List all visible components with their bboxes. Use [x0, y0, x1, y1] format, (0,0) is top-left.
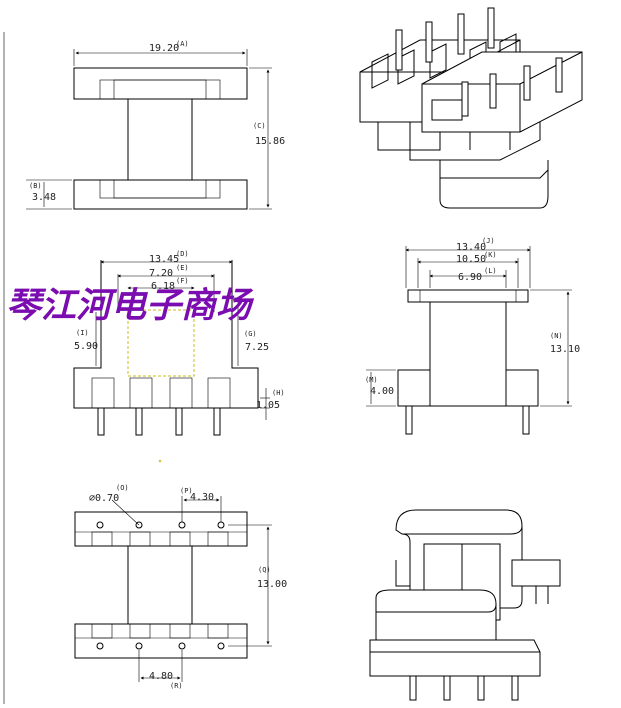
dim-l-value: 6.90 [458, 272, 482, 283]
front-view: 19.20 (A) (C) 15.86 (B) 3.48 [26, 40, 285, 210]
dim-p-value: 4.30 [190, 492, 214, 503]
dim-i-value: 5.90 [74, 341, 98, 352]
stray-mark [158, 459, 162, 463]
dim-g-tag: (G) [244, 330, 257, 338]
isometric-view-bottom [369, 509, 561, 701]
bottom-view: (O) ⌀0.70 (P) 4.30 (Q) 13.00 4.80 (R) [74, 484, 287, 690]
dim-o-tag: (O) [116, 484, 129, 492]
dim-l-tag: (L) [484, 267, 497, 275]
watermark: 琴江河电子商场 [6, 285, 255, 326]
dim-g-value: 7.25 [245, 342, 269, 353]
dim-d-value: 13.45 [149, 254, 179, 265]
dim-k-tag: (K) [484, 251, 497, 259]
dim-p-tag: (P) [180, 487, 193, 495]
dim-n-value: 13.10 [550, 344, 580, 355]
dim-d-tag: (D) [176, 250, 189, 258]
dim-q-tag: (Q) [258, 566, 271, 574]
dim-m-tag: (M) [365, 376, 378, 384]
core-outline [127, 309, 195, 377]
dim-c-tag: (C) [253, 122, 266, 130]
dim-o-value: ⌀0.70 [89, 493, 119, 504]
dim-j-value: 13.40 [456, 242, 486, 253]
dim-k-value: 10.50 [456, 254, 486, 265]
isometric-view-top [359, 7, 583, 209]
dim-j-tag: (J) [482, 237, 495, 245]
dim-b-tag: (B) [29, 182, 42, 190]
pin-side-view: 13.45 (D) 7.20 (E) 6.18 (F) (I) 5.90 (G)… [73, 250, 285, 436]
dim-m-value: 4.00 [370, 386, 394, 397]
dim-q-value: 13.00 [257, 579, 287, 590]
dim-n-tag: (N) [550, 332, 563, 340]
dim-c-value: 15.86 [255, 136, 285, 147]
dim-e-value: 7.20 [149, 268, 173, 279]
dim-b-value: 3.48 [32, 192, 56, 203]
dim-h-value: 1.05 [256, 400, 280, 411]
side-view: 13.40 (J) 10.50 (K) 6.90 (L) (N) 13.10 (… [365, 237, 580, 435]
dim-f-tag: (F) [176, 277, 189, 285]
dim-i-tag: (I) [76, 329, 89, 337]
dim-f-value: 6.18 [151, 281, 175, 292]
dim-a-tag: (A) [176, 40, 189, 48]
dim-e-tag: (E) [176, 264, 189, 272]
dim-a-value: 19.20 [149, 43, 179, 54]
dim-r-value: 4.80 [149, 671, 173, 682]
dim-h-tag: (H) [272, 389, 285, 397]
dim-r-tag: (R) [170, 682, 183, 690]
